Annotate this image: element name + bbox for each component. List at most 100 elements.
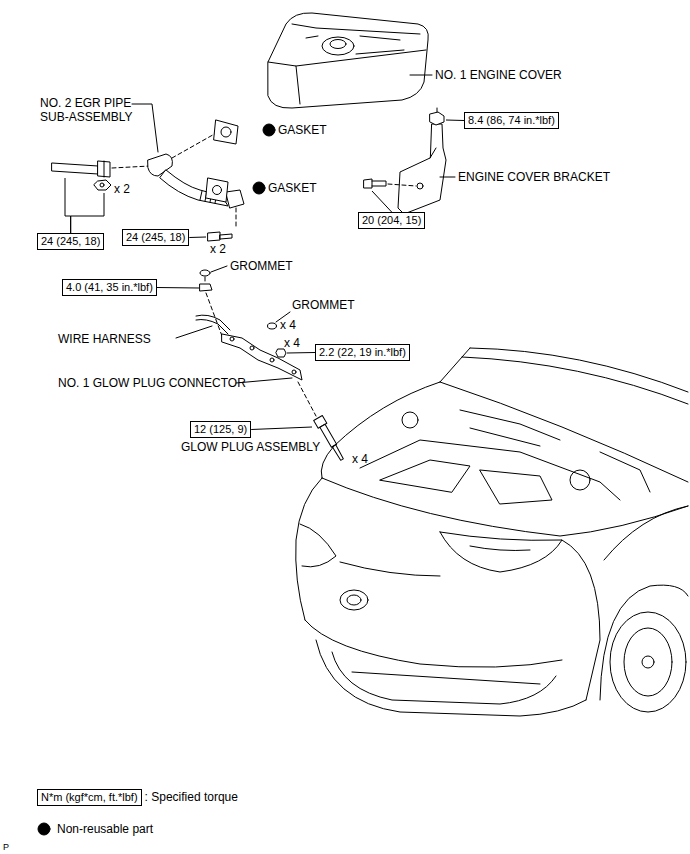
vehicle-illustration bbox=[562, 540, 600, 700]
vehicle-illustration bbox=[402, 412, 418, 428]
torque-value: 20 (204, 15) bbox=[362, 214, 421, 227]
vehicle-illustration bbox=[300, 524, 336, 567]
legend-text: Non-reusable part bbox=[57, 822, 153, 836]
legend-entry: Non-reusable part bbox=[57, 822, 153, 836]
vehicle-illustration bbox=[642, 656, 654, 668]
egr-pipe bbox=[236, 208, 237, 228]
glow-plug-parts bbox=[276, 349, 286, 357]
glow-plug-parts bbox=[176, 266, 346, 462]
vehicle-illustration bbox=[360, 440, 620, 500]
vehicle-illustration bbox=[332, 652, 556, 704]
engine-cover bbox=[296, 50, 426, 66]
torque-box: 24 (245, 18) bbox=[122, 229, 189, 246]
egr-pipe bbox=[52, 104, 244, 241]
egr-pipe bbox=[160, 170, 228, 206]
engine-cover-bracket bbox=[398, 124, 446, 214]
torque-value: 4.0 (41, 35 in.*lbf) bbox=[66, 281, 153, 294]
vehicle-illustration bbox=[570, 470, 590, 490]
engine-cover-bracket bbox=[430, 112, 444, 125]
engine-cover-bracket bbox=[388, 184, 416, 186]
part-name: ENGINE COVER BRACKET bbox=[458, 170, 610, 184]
torque-value: 2.2 (22, 19 in.*lbf) bbox=[319, 346, 406, 359]
engine-cover bbox=[322, 37, 354, 55]
engine-cover bbox=[330, 40, 346, 49]
glow-plug-parts bbox=[250, 346, 254, 350]
glow-plug-parts bbox=[320, 424, 337, 447]
glow-plug-parts bbox=[222, 334, 302, 380]
torque-box: 20 (204, 15) bbox=[358, 212, 425, 229]
engine-cover-bracket bbox=[372, 181, 386, 186]
torque-box: 12 (125, 9) bbox=[190, 421, 251, 438]
egr-pipe bbox=[226, 190, 244, 208]
leader-line bbox=[251, 427, 312, 430]
vehicle-illustration bbox=[600, 452, 650, 492]
vehicle-illustration bbox=[604, 506, 688, 560]
torque-value: 24 (245, 18) bbox=[41, 235, 100, 248]
part-name: WIRE HARNESS bbox=[58, 332, 151, 346]
glow-plug-parts bbox=[176, 326, 212, 338]
glow-plug-parts bbox=[200, 270, 210, 276]
engine-cover-bracket bbox=[364, 179, 372, 188]
egr-pipe bbox=[94, 180, 111, 190]
leader-line bbox=[446, 120, 464, 122]
leader-line bbox=[65, 178, 71, 233]
glow-plug-parts bbox=[196, 320, 228, 335]
engine-cover bbox=[306, 36, 404, 54]
quantity: x 2 bbox=[210, 242, 226, 256]
vehicle-illustration bbox=[305, 620, 562, 667]
egr-pipe bbox=[100, 183, 104, 187]
engine-cover bbox=[268, 62, 300, 104]
engine-cover bbox=[410, 75, 432, 76]
vehicle-illustration bbox=[322, 478, 688, 536]
part-name: GASKET bbox=[268, 181, 317, 195]
illustration bbox=[38, 13, 688, 835]
leader-line bbox=[157, 287, 199, 289]
torque-box: 8.4 (86, 74 in.*lbf) bbox=[464, 112, 559, 129]
engine-cover-bracket bbox=[437, 108, 438, 112]
engine-cover-bracket bbox=[430, 148, 436, 158]
torque-value: 24 (245, 18) bbox=[126, 231, 185, 244]
legend-text: : Specified torque bbox=[145, 790, 238, 804]
glow-plug-parts bbox=[268, 323, 277, 329]
vehicle-illustration bbox=[470, 348, 688, 392]
leader-line bbox=[189, 237, 206, 239]
vehicle-illustration bbox=[296, 348, 688, 716]
vehicle-illustration bbox=[296, 478, 322, 620]
egr-pipe bbox=[214, 120, 238, 144]
quantity: x 4 bbox=[352, 452, 368, 466]
glow-plug-parts bbox=[196, 315, 230, 330]
vehicle-illustration bbox=[610, 612, 686, 712]
leader-line bbox=[71, 193, 104, 233]
quantity: x 4 bbox=[284, 336, 300, 350]
torque-value: 8.4 (86, 74 in.*lbf) bbox=[468, 114, 555, 127]
engine-cover bbox=[268, 13, 432, 108]
vehicle-illustration bbox=[316, 640, 586, 716]
vehicle-illustration bbox=[380, 460, 470, 492]
glow-plug-parts bbox=[205, 277, 316, 416]
engine-cover-bracket bbox=[440, 177, 455, 178]
vehicle-illustration bbox=[347, 595, 361, 605]
vehicle-illustration bbox=[340, 590, 368, 610]
engine-cover-bracket bbox=[364, 108, 455, 214]
glow-plug-parts bbox=[200, 284, 212, 291]
glow-plug-parts bbox=[292, 370, 296, 374]
egr-pipe bbox=[213, 186, 222, 195]
egr-pipe bbox=[98, 161, 110, 177]
leader-line bbox=[287, 352, 315, 354]
part-name: GROMMET bbox=[230, 259, 293, 273]
vehicle-illustration bbox=[470, 546, 530, 551]
vehicle-illustration bbox=[440, 532, 562, 572]
vehicle-illustration bbox=[440, 382, 688, 482]
egr-pipe bbox=[104, 161, 105, 177]
non-reusable-mark bbox=[253, 182, 265, 194]
vehicle-illustration bbox=[440, 348, 470, 382]
part-name: GASKET bbox=[278, 123, 327, 137]
egr-pipe bbox=[206, 178, 228, 202]
egr-pipe bbox=[221, 127, 231, 137]
legend-symbols bbox=[38, 823, 50, 835]
legend-entry: : Specified torque bbox=[145, 790, 238, 804]
torque-value: 12 (125, 9) bbox=[194, 423, 247, 436]
vehicle-illustration bbox=[624, 628, 672, 696]
